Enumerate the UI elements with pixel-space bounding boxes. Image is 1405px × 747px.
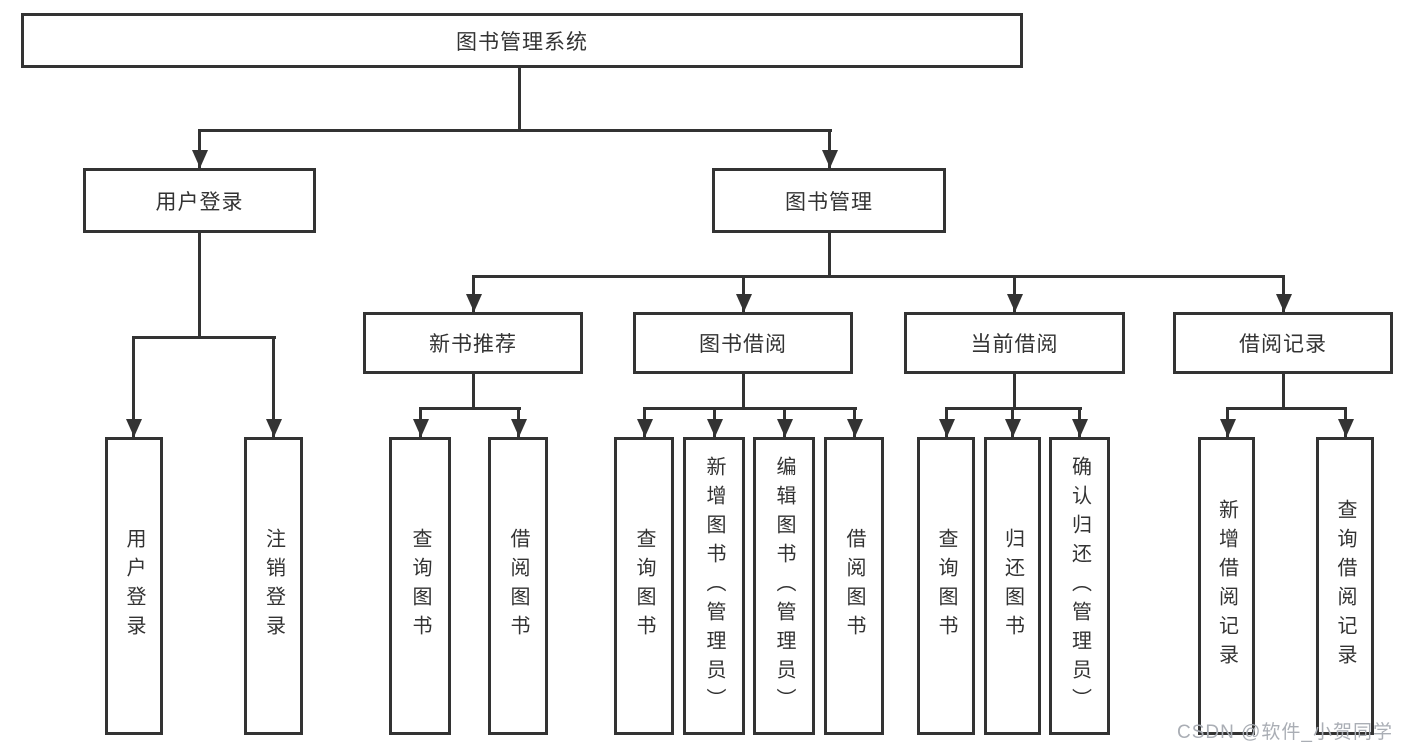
- connector-current-borrowing-stem: [1013, 374, 1016, 407]
- node-borrow-books-1: 借阅图书: [488, 437, 548, 735]
- node-return-books: 归还图书: [984, 437, 1041, 735]
- node-label: 确认归还（管理员）: [1068, 455, 1091, 717]
- node-label: 查询图书: [409, 528, 431, 644]
- node-label: 新增借阅记录: [1215, 499, 1238, 673]
- node-label: 归还图书: [1001, 528, 1024, 644]
- node-logout-login: 注销登录: [244, 437, 303, 735]
- node-borrow-books-2: 借阅图书: [824, 437, 884, 735]
- arrowhead-confirm-return: [1072, 419, 1088, 437]
- arrowhead-book-management: [822, 150, 838, 168]
- node-label: 借阅图书: [843, 528, 865, 644]
- connector-borrowing-records-stem: [1282, 374, 1285, 407]
- connector-new-book-recommend-stem: [472, 374, 475, 407]
- node-user-login-leaf: 用户登录: [105, 437, 163, 735]
- node-label: 借阅图书: [507, 528, 529, 644]
- connector-book-borrowing-rail: [643, 407, 857, 410]
- node-label: 查询借阅记录: [1334, 499, 1356, 673]
- node-new-book-recommend: 新书推荐: [363, 312, 583, 374]
- node-current-borrowing: 当前借阅: [904, 312, 1125, 374]
- node-book-borrowing: 图书借阅: [633, 312, 853, 374]
- node-query-books-2: 查询图书: [614, 437, 674, 735]
- node-label: 图书管理: [785, 190, 873, 214]
- arrowhead-borrowing-records: [1276, 294, 1292, 312]
- arrowhead-user-login-leaf: [126, 419, 142, 437]
- node-label: 用户登录: [123, 528, 145, 644]
- arrowhead-borrow-books-2: [847, 419, 863, 437]
- connector-new-book-recommend-rail: [419, 407, 521, 410]
- arrowhead-query-borrow-record: [1338, 419, 1354, 437]
- connector-to-borrowing-records: [1282, 275, 1285, 312]
- node-borrowing-records: 借阅记录: [1173, 312, 1393, 374]
- node-label: 查询图书: [935, 528, 957, 644]
- connector-to-logout: [272, 336, 275, 437]
- node-label: 图书借阅: [699, 333, 787, 356]
- connector-to-user-login-leaf: [132, 336, 135, 437]
- connector-to-new-book-recommend: [472, 275, 475, 312]
- arrowhead-query-books-3: [939, 419, 955, 437]
- arrowhead-add-books: [707, 419, 723, 437]
- node-label: 新书推荐: [429, 333, 517, 356]
- node-book-management: 图书管理: [712, 168, 946, 233]
- connector-user-login-stem: [198, 233, 201, 336]
- connector-to-book-borrowing: [742, 275, 745, 312]
- arrowhead-query-books-2: [637, 419, 653, 437]
- node-label: 图书管理系统: [456, 30, 588, 54]
- arrowhead-query-books-1: [413, 419, 429, 437]
- connector-to-current-borrowing: [1013, 275, 1016, 312]
- arrowhead-book-borrowing: [736, 294, 752, 312]
- connector-root-stem: [518, 68, 521, 129]
- connector-book-borrowing-stem: [742, 374, 745, 407]
- node-confirm-return-admin: 确认归还（管理员）: [1049, 437, 1110, 735]
- arrowhead-user-login: [192, 150, 208, 168]
- connector-level2-rail: [198, 129, 832, 132]
- node-label: 借阅记录: [1239, 333, 1327, 356]
- connector-borrowing-records-rail: [1226, 407, 1347, 410]
- node-add-borrow-record: 新增借阅记录: [1198, 437, 1255, 735]
- connector-to-book-management: [828, 129, 831, 168]
- arrowhead-logout: [266, 419, 282, 437]
- connector-level3-rail: [472, 275, 1285, 278]
- node-label: 注销登录: [262, 528, 285, 644]
- node-library-management-system: 图书管理系统: [21, 13, 1023, 68]
- node-label: 编辑图书（管理员）: [773, 455, 795, 717]
- node-query-books-1: 查询图书: [389, 437, 451, 735]
- node-query-borrow-record: 查询借阅记录: [1316, 437, 1374, 735]
- node-label: 用户登录: [155, 190, 244, 214]
- arrowhead-current-borrowing: [1007, 294, 1023, 312]
- connector-user-login-rail: [132, 336, 276, 339]
- arrowhead-return-books: [1005, 419, 1021, 437]
- node-add-books-admin: 新增图书（管理员）: [683, 437, 745, 735]
- node-query-books-3: 查询图书: [917, 437, 975, 735]
- connector-book-management-stem: [828, 233, 831, 275]
- node-label: 查询图书: [633, 528, 655, 644]
- node-edit-books-admin: 编辑图书（管理员）: [753, 437, 815, 735]
- node-user-login: 用户登录: [83, 168, 316, 233]
- node-label: 当前借阅: [970, 333, 1059, 356]
- node-label: 新增图书（管理员）: [703, 455, 725, 717]
- arrowhead-new-book-recommend: [466, 294, 482, 312]
- arrowhead-add-borrow-record: [1220, 419, 1236, 437]
- arrowhead-borrow-books-1: [511, 419, 527, 437]
- csdn-watermark: CSDN @软件_小贺同学: [1177, 722, 1393, 743]
- arrowhead-edit-books: [777, 419, 793, 437]
- connector-to-user-login: [198, 129, 201, 168]
